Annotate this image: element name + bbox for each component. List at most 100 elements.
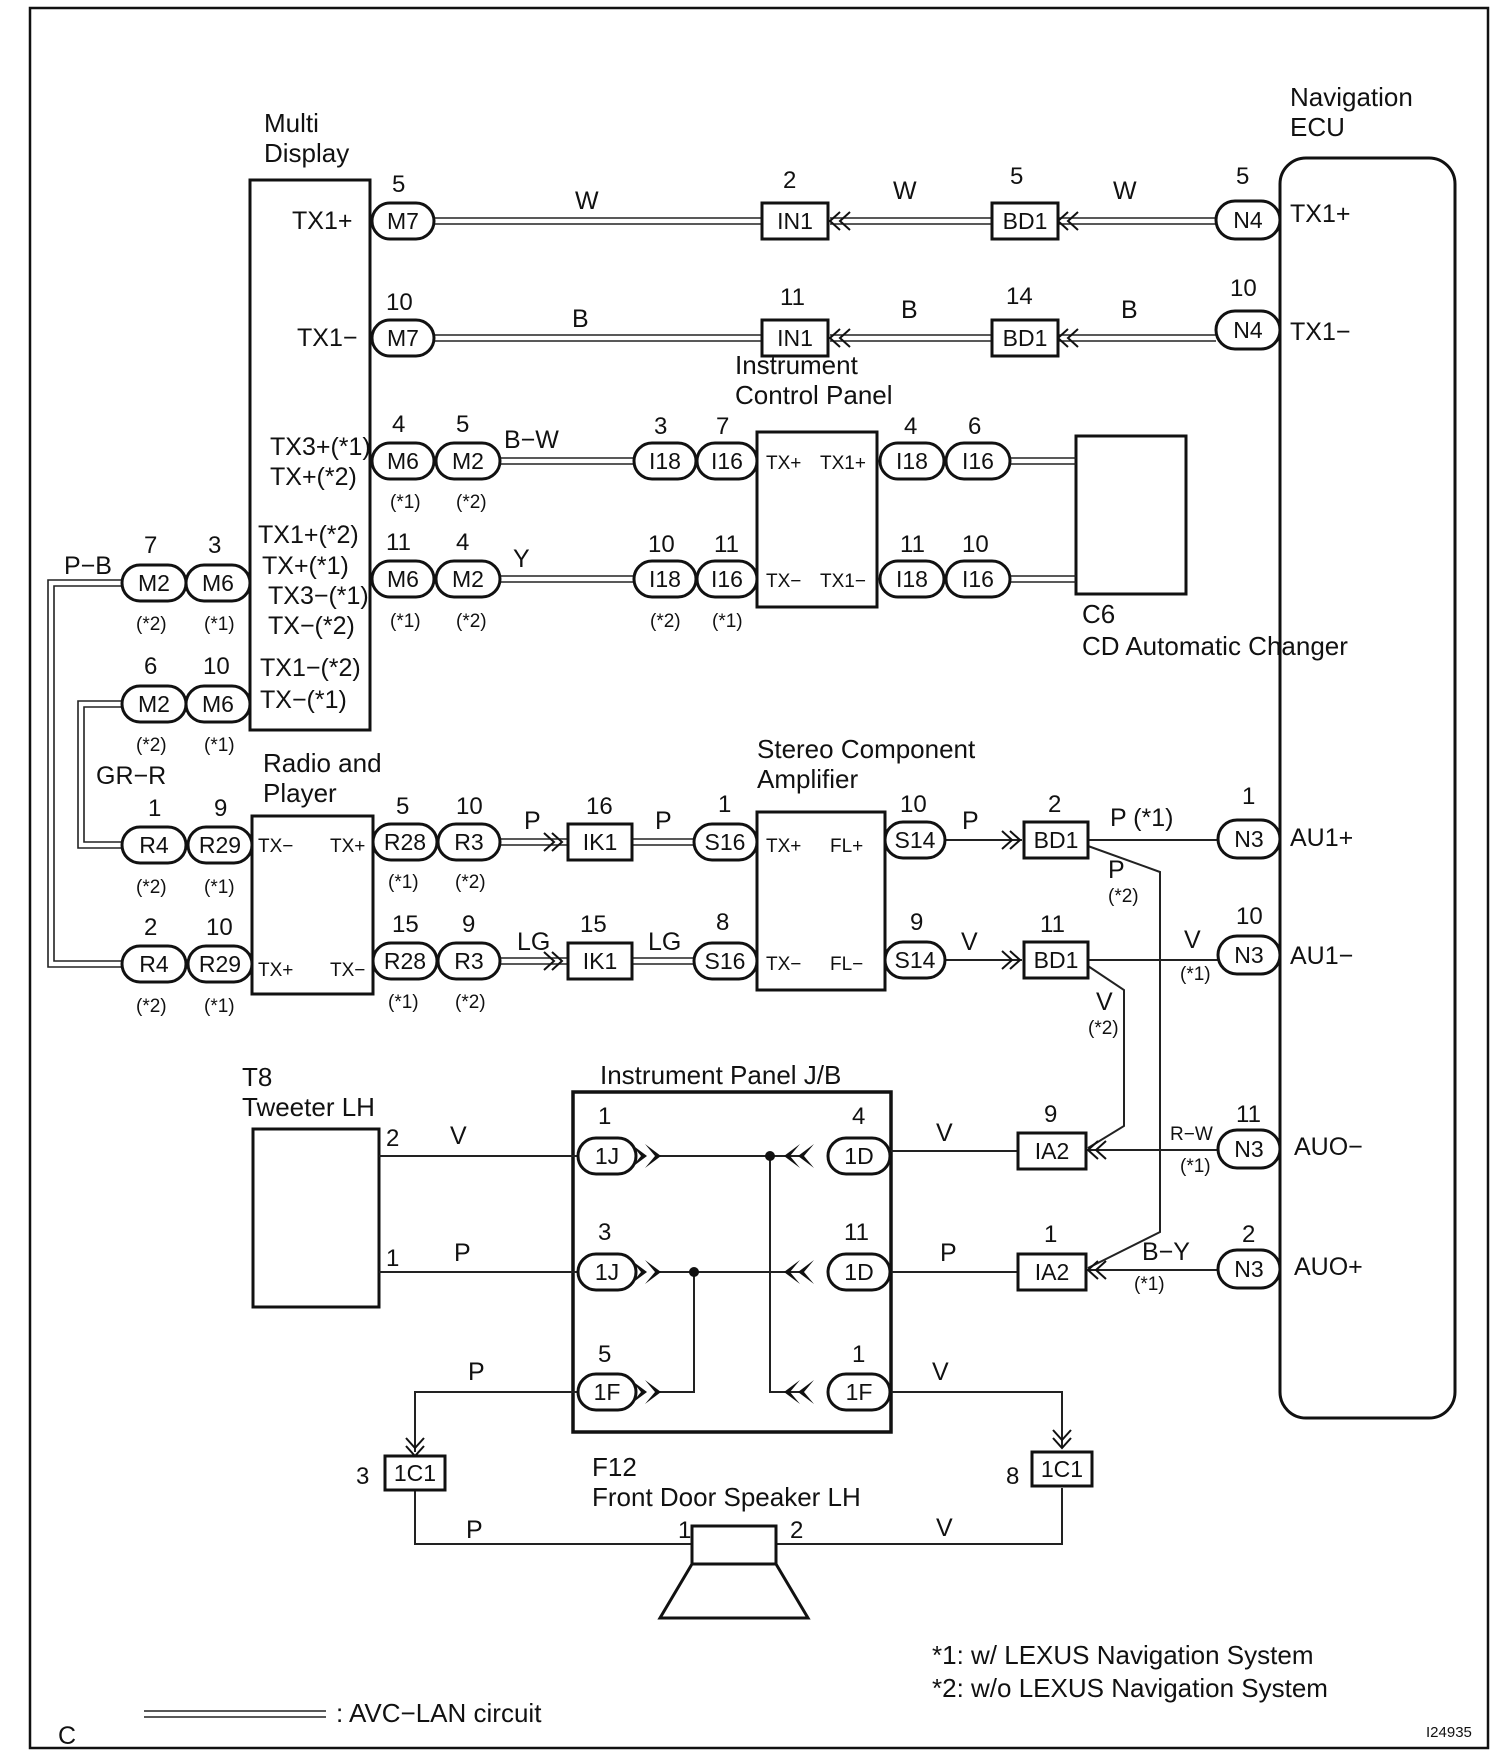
pin-number: 5 <box>456 411 469 438</box>
connector-i16-label: I16 <box>962 566 994 592</box>
wire-color-label: V <box>932 1358 949 1386</box>
connector-i16: I16 <box>695 559 759 599</box>
connector-i16: I16 <box>695 441 759 481</box>
connector-n3: N3 <box>1216 1248 1282 1290</box>
pin-number: 2 <box>386 1125 399 1152</box>
connector-r29: R29 <box>186 825 254 865</box>
connector-1c1-label: 1C1 <box>394 1460 436 1486</box>
terminal-label: AU1− <box>1290 942 1353 970</box>
pin-number: 1 <box>386 1245 399 1272</box>
wire-color-label: W <box>893 177 917 205</box>
connector-1d-label: 1D <box>844 1259 873 1285</box>
wire-color-label: V <box>1096 988 1113 1016</box>
variant-note: (*1) <box>712 611 743 632</box>
variant-note: (*2) <box>1088 1018 1119 1039</box>
variant-note: (*1) <box>1180 1156 1211 1177</box>
pin-number: 8 <box>716 909 729 936</box>
variant-note: (*1) <box>388 992 419 1013</box>
connector-s16: S16 <box>692 822 759 862</box>
pin-number: 10 <box>206 914 233 941</box>
variant-note: (*1) <box>204 735 235 756</box>
pin-number: 11 <box>844 1219 869 1246</box>
connector-ia2: IA2 <box>1016 1252 1088 1292</box>
pin-number: 9 <box>1044 1101 1057 1128</box>
connector-bd1-label: BD1 <box>1003 208 1048 234</box>
connector-1f-label: 1F <box>594 1379 621 1405</box>
connector-s14: S14 <box>883 940 947 980</box>
wire-color-label: P <box>524 807 541 835</box>
terminal-label: TX1+ <box>820 453 866 474</box>
connector-m6-label: M6 <box>202 570 234 596</box>
wire <box>53 585 122 962</box>
connector-in1: IN1 <box>760 201 830 241</box>
wire-color-label: B <box>1121 296 1138 324</box>
multi-display-box <box>248 178 372 732</box>
connector-in1-label: IN1 <box>777 208 813 234</box>
terminal-label: TX+(*2) <box>270 463 357 491</box>
legend-note-1: *1: w/ LEXUS Navigation System <box>932 1640 1314 1670</box>
connector-ik1-label: IK1 <box>583 829 618 855</box>
connector-m6-label: M6 <box>202 691 234 717</box>
terminal-label: TX1+(*2) <box>258 521 359 549</box>
wire <box>890 1391 1063 1448</box>
connector-1j: 1J <box>576 1136 638 1176</box>
connector-m6-label: M6 <box>387 448 419 474</box>
pin-number: 10 <box>456 793 483 820</box>
wire-color-label: GR−R <box>96 762 166 790</box>
pin-number: 11 <box>780 284 805 311</box>
connector-ia2-label: IA2 <box>1035 1259 1070 1285</box>
legend-note-2: *2: w/o LEXUS Navigation System <box>932 1673 1328 1703</box>
cd-changer-code: C6 <box>1082 599 1115 629</box>
connector-1c1: 1C1 <box>1030 1450 1094 1488</box>
variant-note: (*1) <box>390 492 421 513</box>
connector-r4-label: R4 <box>139 832 169 858</box>
connector-s14: S14 <box>883 820 947 860</box>
variant-note: (*2) <box>456 611 487 632</box>
jb-terminal-arrows <box>631 1144 814 1404</box>
pin-number: 2 <box>1242 1221 1255 1248</box>
navigation-ecu-box <box>1278 156 1457 1420</box>
wire-color-label: V <box>450 1122 467 1150</box>
stereo-amplifier-box <box>755 810 887 992</box>
connector-i18: I18 <box>878 441 946 481</box>
connector-1f: 1F <box>826 1372 892 1412</box>
variant-note: (*1) <box>1134 1274 1165 1295</box>
pin-number: 2 <box>783 167 796 194</box>
pin-number: 6 <box>144 653 157 680</box>
terminal-label: TX− <box>258 836 293 857</box>
connector-r28: R28 <box>371 822 439 862</box>
wire <box>658 1272 695 1393</box>
wire <box>77 700 122 849</box>
connector-ik1: IK1 <box>566 822 634 862</box>
pin-number: 1 <box>678 1517 691 1544</box>
wire <box>769 1156 802 1393</box>
pin-number: 5 <box>598 1341 611 1368</box>
variant-note: (*1) <box>390 611 421 632</box>
connector-bd1-label: BD1 <box>1034 827 1079 853</box>
pin-number: 3 <box>208 532 221 559</box>
wire-color-label: LG <box>648 928 681 956</box>
connector-ik1-label: IK1 <box>583 948 618 974</box>
pin-number: 11 <box>1040 911 1065 938</box>
connector-1d: 1D <box>826 1252 892 1292</box>
pin-number: 4 <box>852 1103 865 1130</box>
connector-1f: 1F <box>576 1372 638 1412</box>
terminal-label: TX− <box>766 571 801 592</box>
terminal-label: TX1+ <box>1290 200 1350 228</box>
pin-number: 5 <box>1236 163 1249 190</box>
pin-number: 1 <box>1242 783 1255 810</box>
connector-m6: M6 <box>370 441 436 481</box>
variant-note: (*1) <box>204 996 235 1017</box>
pin-number: 4 <box>456 529 469 556</box>
pin-number: 10 <box>203 653 230 680</box>
wire-color-label: W <box>1113 177 1137 205</box>
connector-n3: N3 <box>1216 1128 1282 1170</box>
connector-s16-label: S16 <box>705 829 746 855</box>
connector-i16-label: I16 <box>711 566 743 592</box>
wire <box>1087 965 1125 1149</box>
connector-r4-label: R4 <box>139 951 169 977</box>
connector-m2-label: M2 <box>452 448 484 474</box>
connector-r3-label: R3 <box>454 829 483 855</box>
